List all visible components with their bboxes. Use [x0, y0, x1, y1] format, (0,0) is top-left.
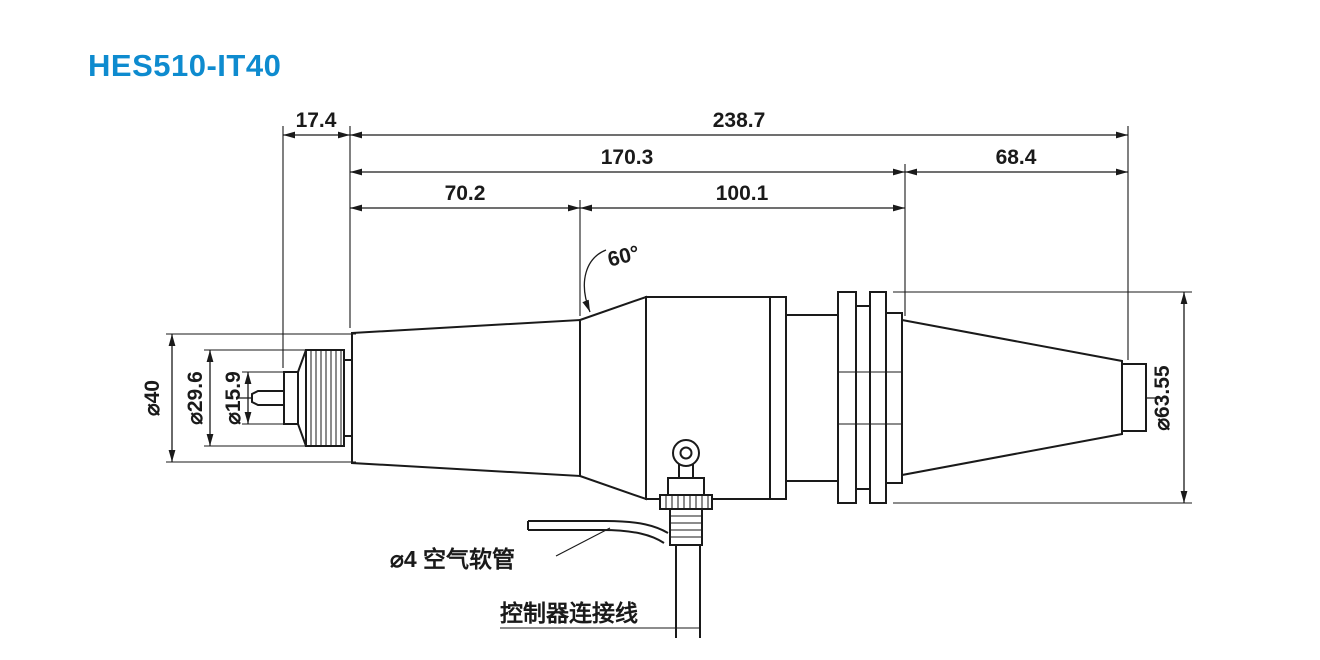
- connector-collar: [659, 494, 713, 510]
- nut-washer: [343, 359, 353, 437]
- front-collet-ring: [283, 371, 299, 425]
- dim-dia-29-6: ⌀29.6: [184, 371, 207, 425]
- spindle-body: [251, 291, 1147, 504]
- nose-cone: [351, 318, 581, 478]
- dim-70-2: 70.2: [445, 182, 486, 205]
- flange-groove: [855, 305, 871, 490]
- dimension-lines: [168, 131, 1188, 503]
- collet-nut-knurl: [310, 351, 342, 445]
- collar-knurl: [665, 496, 709, 508]
- step-section: [785, 314, 839, 482]
- connector-assembly: [659, 439, 713, 638]
- connector-threaded-stub: [669, 508, 703, 546]
- stub-threads: [671, 515, 701, 538]
- sixty-degree-taper: [579, 295, 647, 501]
- it40-taper-shank: [901, 318, 1123, 477]
- flange-ring-1: [837, 291, 857, 504]
- dim-238-7: 238.7: [713, 109, 766, 132]
- air-hose: [527, 520, 669, 544]
- controller-cable: [675, 545, 701, 638]
- eye-ring-outer: [672, 439, 700, 467]
- dim-angle-60: 60°: [605, 242, 641, 272]
- dim-dia-63-55: ⌀63.55: [1151, 365, 1174, 431]
- taper-collar: [885, 312, 903, 484]
- shank-end-tip: [1121, 363, 1147, 432]
- dim-100-1: 100.1: [716, 182, 769, 205]
- connector-nut: [667, 477, 705, 496]
- dim-17-4: 17.4: [296, 109, 337, 132]
- product-title: HES510-IT40: [88, 48, 282, 83]
- flange-ring-2: [869, 291, 887, 504]
- callout-leaders: [500, 527, 700, 629]
- motor-body: [645, 296, 787, 500]
- collet-taper: [297, 349, 307, 447]
- callout-labels: ⌀4 空气软管 控制器连接线: [390, 546, 638, 626]
- controller-cable-label: 控制器连接线: [500, 600, 638, 626]
- dimension-labels: 17.4 238.7 170.3 68.4 70.2 100.1 60° ⌀40…: [141, 109, 1174, 431]
- extension-lines: [166, 126, 1192, 504]
- collet-nut: [305, 349, 345, 447]
- angle-leader-arc: [582, 249, 607, 313]
- air-hose-label: ⌀4 空气软管: [390, 546, 515, 572]
- dim-dia-40: ⌀40: [141, 380, 164, 416]
- dim-dia-15-9: ⌀15.9: [222, 371, 245, 425]
- tool-bit: [251, 390, 285, 406]
- dim-68-4: 68.4: [996, 146, 1037, 169]
- eye-ring-inner: [679, 446, 693, 460]
- dim-170-3: 170.3: [601, 146, 654, 169]
